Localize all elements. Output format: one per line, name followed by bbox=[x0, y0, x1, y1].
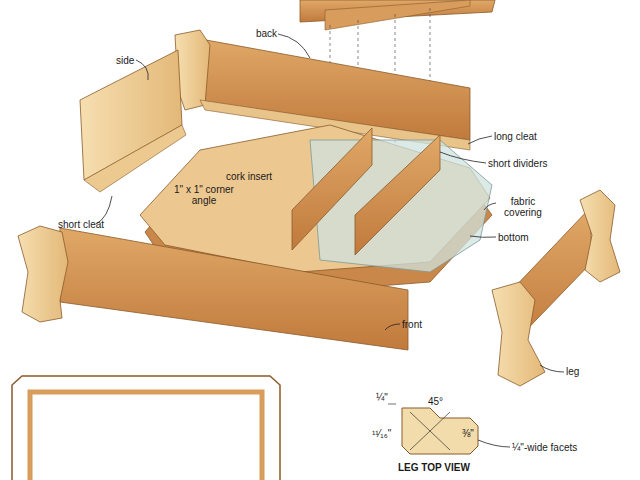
part-label: ⅜" bbox=[462, 428, 474, 439]
part-label: back bbox=[256, 28, 277, 39]
part-label: LEG TOP VIEW bbox=[398, 462, 470, 473]
part-label: ¼" bbox=[376, 392, 388, 403]
leg bbox=[492, 282, 545, 386]
part-label: front bbox=[402, 319, 422, 330]
short-divider bbox=[355, 135, 440, 255]
leg-top-view bbox=[388, 404, 478, 454]
part-label: short cleat bbox=[58, 219, 104, 230]
front-board bbox=[60, 228, 408, 350]
front-leg bbox=[18, 226, 68, 322]
plan-view bbox=[12, 376, 280, 480]
part-label: bottom bbox=[498, 232, 529, 243]
part-label: leg bbox=[566, 366, 579, 377]
part-label: 1" x 1" corner angle bbox=[168, 184, 240, 206]
part-label: 45° bbox=[428, 396, 443, 407]
part-label: short dividers bbox=[488, 158, 547, 169]
part-label: side bbox=[116, 55, 134, 66]
lid-board bbox=[325, 0, 470, 30]
part-label: fabric covering bbox=[497, 196, 549, 218]
leader-lines bbox=[96, 34, 564, 447]
leg bbox=[580, 190, 620, 282]
part-label: long cleat bbox=[494, 131, 537, 142]
part-label: ¹¹⁄₁₆" bbox=[372, 428, 391, 439]
part-label: ¼"-wide facets bbox=[512, 442, 577, 453]
part-label: cork insert bbox=[226, 171, 272, 182]
